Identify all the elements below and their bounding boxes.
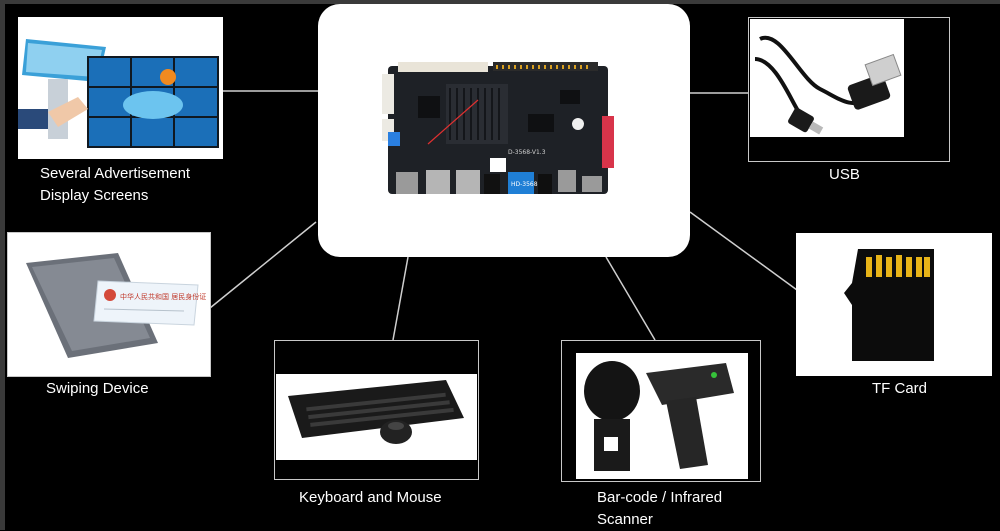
board-label: HD-3568	[511, 181, 538, 188]
keyboard-mouse-caption: Keyboard and Mouse	[299, 489, 442, 506]
ad-screens-caption: Several Advertisement Display Screens	[40, 165, 191, 204]
swiping-device-node: 中华人民共和国 居民身份证 Swiping Device	[7, 232, 211, 397]
usb-caption: USB	[829, 166, 860, 183]
main-board-panel: D-3568-V1.3 HD-3568	[318, 4, 690, 257]
scanner-node: Bar-code / Infrared Scanner	[561, 340, 761, 528]
ad-screens-node: Several Advertisement Display Screens	[18, 17, 223, 204]
usb-image	[750, 19, 904, 137]
board-silkscreen: D-3568-V1.3	[508, 149, 546, 156]
link-scanner	[605, 256, 656, 341]
ad-screens-image	[18, 17, 223, 159]
usb-node: USB	[748, 17, 950, 183]
scanner-image	[576, 353, 748, 479]
keyboard-mouse-image	[276, 374, 477, 460]
scanner-caption: Bar-code / Infrared Scanner	[597, 489, 723, 528]
link-keyboard	[392, 256, 409, 341]
tf-card-image	[796, 233, 992, 376]
main-board-image: D-3568-V1.3 HD-3568	[382, 62, 614, 194]
link-swiping	[209, 221, 317, 309]
swiping-device-image: 中华人民共和国 居民身份证	[8, 233, 210, 376]
tf-card-caption: TF Card	[872, 380, 928, 397]
swiping-device-caption: Swiping Device	[46, 380, 149, 397]
id-card-text: 中华人民共和国 居民身份证	[120, 292, 206, 301]
keyboard-mouse-node: Keyboard and Mouse	[274, 340, 479, 506]
link-tf-card	[689, 211, 798, 291]
tf-card-node: TF Card	[796, 233, 992, 397]
